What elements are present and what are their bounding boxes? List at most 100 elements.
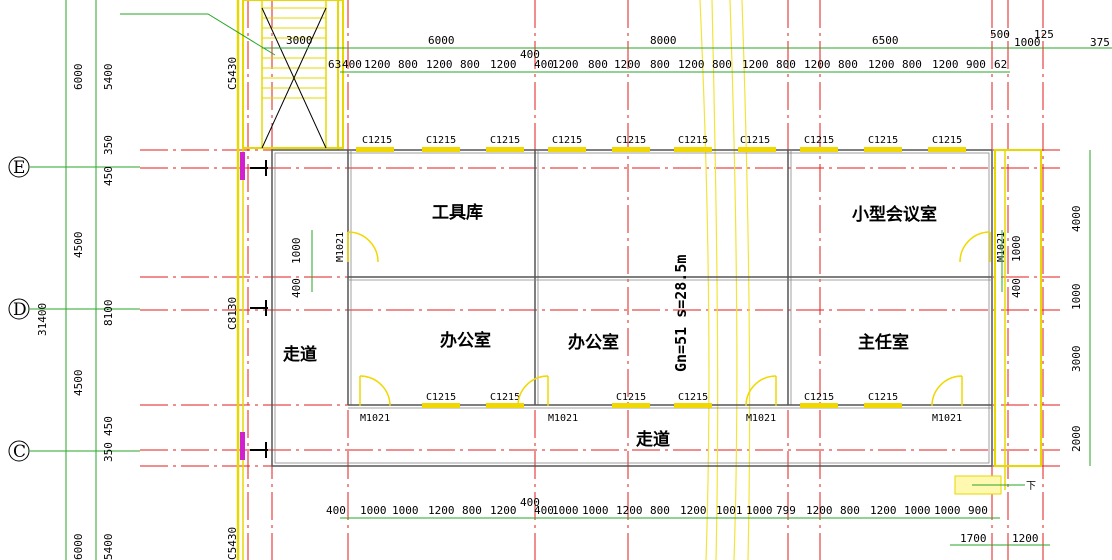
dim-label: 1000 <box>1070 284 1083 311</box>
dim-label: 1200 <box>364 58 391 71</box>
window-label: C1215 <box>426 392 456 403</box>
dim-label: 2000 <box>1070 426 1083 453</box>
dim-label: 800 <box>838 58 858 71</box>
window-labels-top: C1215 C1215 C1215 C1215 C1215 C1215 C121… <box>362 135 962 146</box>
axis-label-c: C <box>13 442 26 462</box>
dim-label: 4000 <box>1070 206 1083 233</box>
stair-block <box>236 0 344 560</box>
dim-label: 500 <box>990 28 1010 41</box>
dim-label: 1200 <box>552 58 579 71</box>
stair-down-label: 下 <box>1026 481 1036 492</box>
dim-label: 400 <box>342 58 362 71</box>
dim-label: 350 <box>102 135 115 155</box>
dim-label: 6000 <box>72 64 85 91</box>
dim-label: 4500 <box>72 370 85 397</box>
dimension-text-stair: C5430 C8130 C5430 <box>226 57 239 560</box>
window-label: C1215 <box>740 135 770 146</box>
dim-label: 1200 <box>806 504 833 517</box>
dim-label: 8000 <box>650 34 677 47</box>
window-label: C1215 <box>678 392 708 403</box>
dim-label: 900 <box>968 504 988 517</box>
dimension-text-top-detail: 63 400 1200 800 1200 800 1200 400 400 12… <box>328 48 1007 71</box>
dim-label: 1000 <box>360 504 387 517</box>
window-label: C1215 <box>616 392 646 403</box>
dimension-text-door-sides: 1000 400 1000 400 <box>290 236 1023 299</box>
dim-label: 1200 <box>616 504 643 517</box>
dimension-text-bottom-detail: 400 1000 1000 1200 800 1200 400 400 1000… <box>326 496 988 517</box>
dim-label: 1200 <box>1012 532 1039 545</box>
room-label-tool-storage: 工具库 <box>432 202 483 223</box>
dim-label: 1200 <box>490 504 517 517</box>
window-label: C1215 <box>804 392 834 403</box>
leader-line <box>120 13 276 56</box>
dim-label: 1000 <box>934 504 961 517</box>
dim-label: 1000 <box>1014 36 1041 49</box>
dimension-text-top-overall: 3000 6000 8000 6500 500 1000 125 375 <box>286 28 1110 49</box>
dim-label: 1000 <box>904 504 931 517</box>
door-label: M1021 <box>548 413 578 424</box>
dim-label: 400 <box>520 496 540 509</box>
dim-label: 1000 <box>392 504 419 517</box>
dim-label: 400 <box>1010 278 1023 298</box>
windows-corridor: C1215 C1215 C1215 C1215 C1215 C1215 <box>422 392 902 408</box>
door-label: M1021 <box>932 413 962 424</box>
dim-label: 1000 <box>746 504 773 517</box>
window-label: C1215 <box>362 135 392 146</box>
dim-label: 1200 <box>804 58 831 71</box>
room-label-meeting-room: 小型会议室 <box>852 204 937 225</box>
dim-label: 3000 <box>286 34 313 47</box>
dim-label: 400 <box>290 278 303 298</box>
small-stair-bottom-right: 下 <box>954 475 1036 495</box>
dim-label: 350 <box>102 442 115 462</box>
window-label: C1215 <box>490 392 520 403</box>
door-label: M1021 <box>335 232 346 262</box>
dim-label: 400 <box>326 504 346 517</box>
dim-label: 800 <box>398 58 418 71</box>
dim-label: C5430 <box>226 527 239 560</box>
axis-label-d: D <box>13 300 27 320</box>
dim-label: 3000 <box>1070 346 1083 373</box>
axis-bubbles: E D C <box>8 156 140 462</box>
dim-label: 1200 <box>868 58 895 71</box>
dim-label: 6500 <box>872 34 899 47</box>
room-label-corridor: 走道 <box>283 344 317 365</box>
dim-label: 6000 <box>72 534 85 560</box>
dim-label: 1200 <box>426 58 453 71</box>
dimension-text-left: 6000 4500 4500 6000 31400 5400 350 450 8… <box>36 64 115 560</box>
room-label-director-office: 主任室 <box>858 332 909 353</box>
window-label: C1215 <box>552 135 582 146</box>
dim-label: 1000 <box>582 504 609 517</box>
dimension-lines <box>65 0 1112 560</box>
dim-label: C5430 <box>226 57 239 90</box>
dim-label: 800 <box>650 58 670 71</box>
dim-label: 1200 <box>680 504 707 517</box>
dim-label: 5400 <box>102 534 115 560</box>
dim-label: 63 <box>328 58 341 71</box>
dim-label: 400 <box>534 504 554 517</box>
doors <box>347 231 991 407</box>
dim-label: 1200 <box>932 58 959 71</box>
dim-label: 450 <box>102 416 115 436</box>
dim-label: 800 <box>776 58 796 71</box>
dim-label: 8100 <box>102 300 115 327</box>
dim-label: 1001 <box>716 504 743 517</box>
dim-label: 799 <box>776 504 796 517</box>
dim-label: 5400 <box>102 64 115 91</box>
dim-label: 1000 <box>1010 236 1023 263</box>
dim-label: 800 <box>460 58 480 71</box>
window-label: C1215 <box>426 135 456 146</box>
window-label: C1215 <box>490 135 520 146</box>
room-label-corridor: 走道 <box>636 429 670 450</box>
dim-label: 800 <box>462 504 482 517</box>
dim-label: 1200 <box>614 58 641 71</box>
window-label: C1215 <box>868 135 898 146</box>
dim-label: 4500 <box>72 232 85 259</box>
dim-label: 375 <box>1090 36 1110 49</box>
window-label: C1215 <box>616 135 646 146</box>
dim-label: 400 <box>534 58 554 71</box>
dim-label: 1000 <box>552 504 579 517</box>
door-label: M1021 <box>360 413 390 424</box>
room-labels: 工具库 小型会议室 办公室 办公室 主任室 走道 走道 <box>283 202 937 450</box>
dim-label: 1700 <box>960 532 987 545</box>
